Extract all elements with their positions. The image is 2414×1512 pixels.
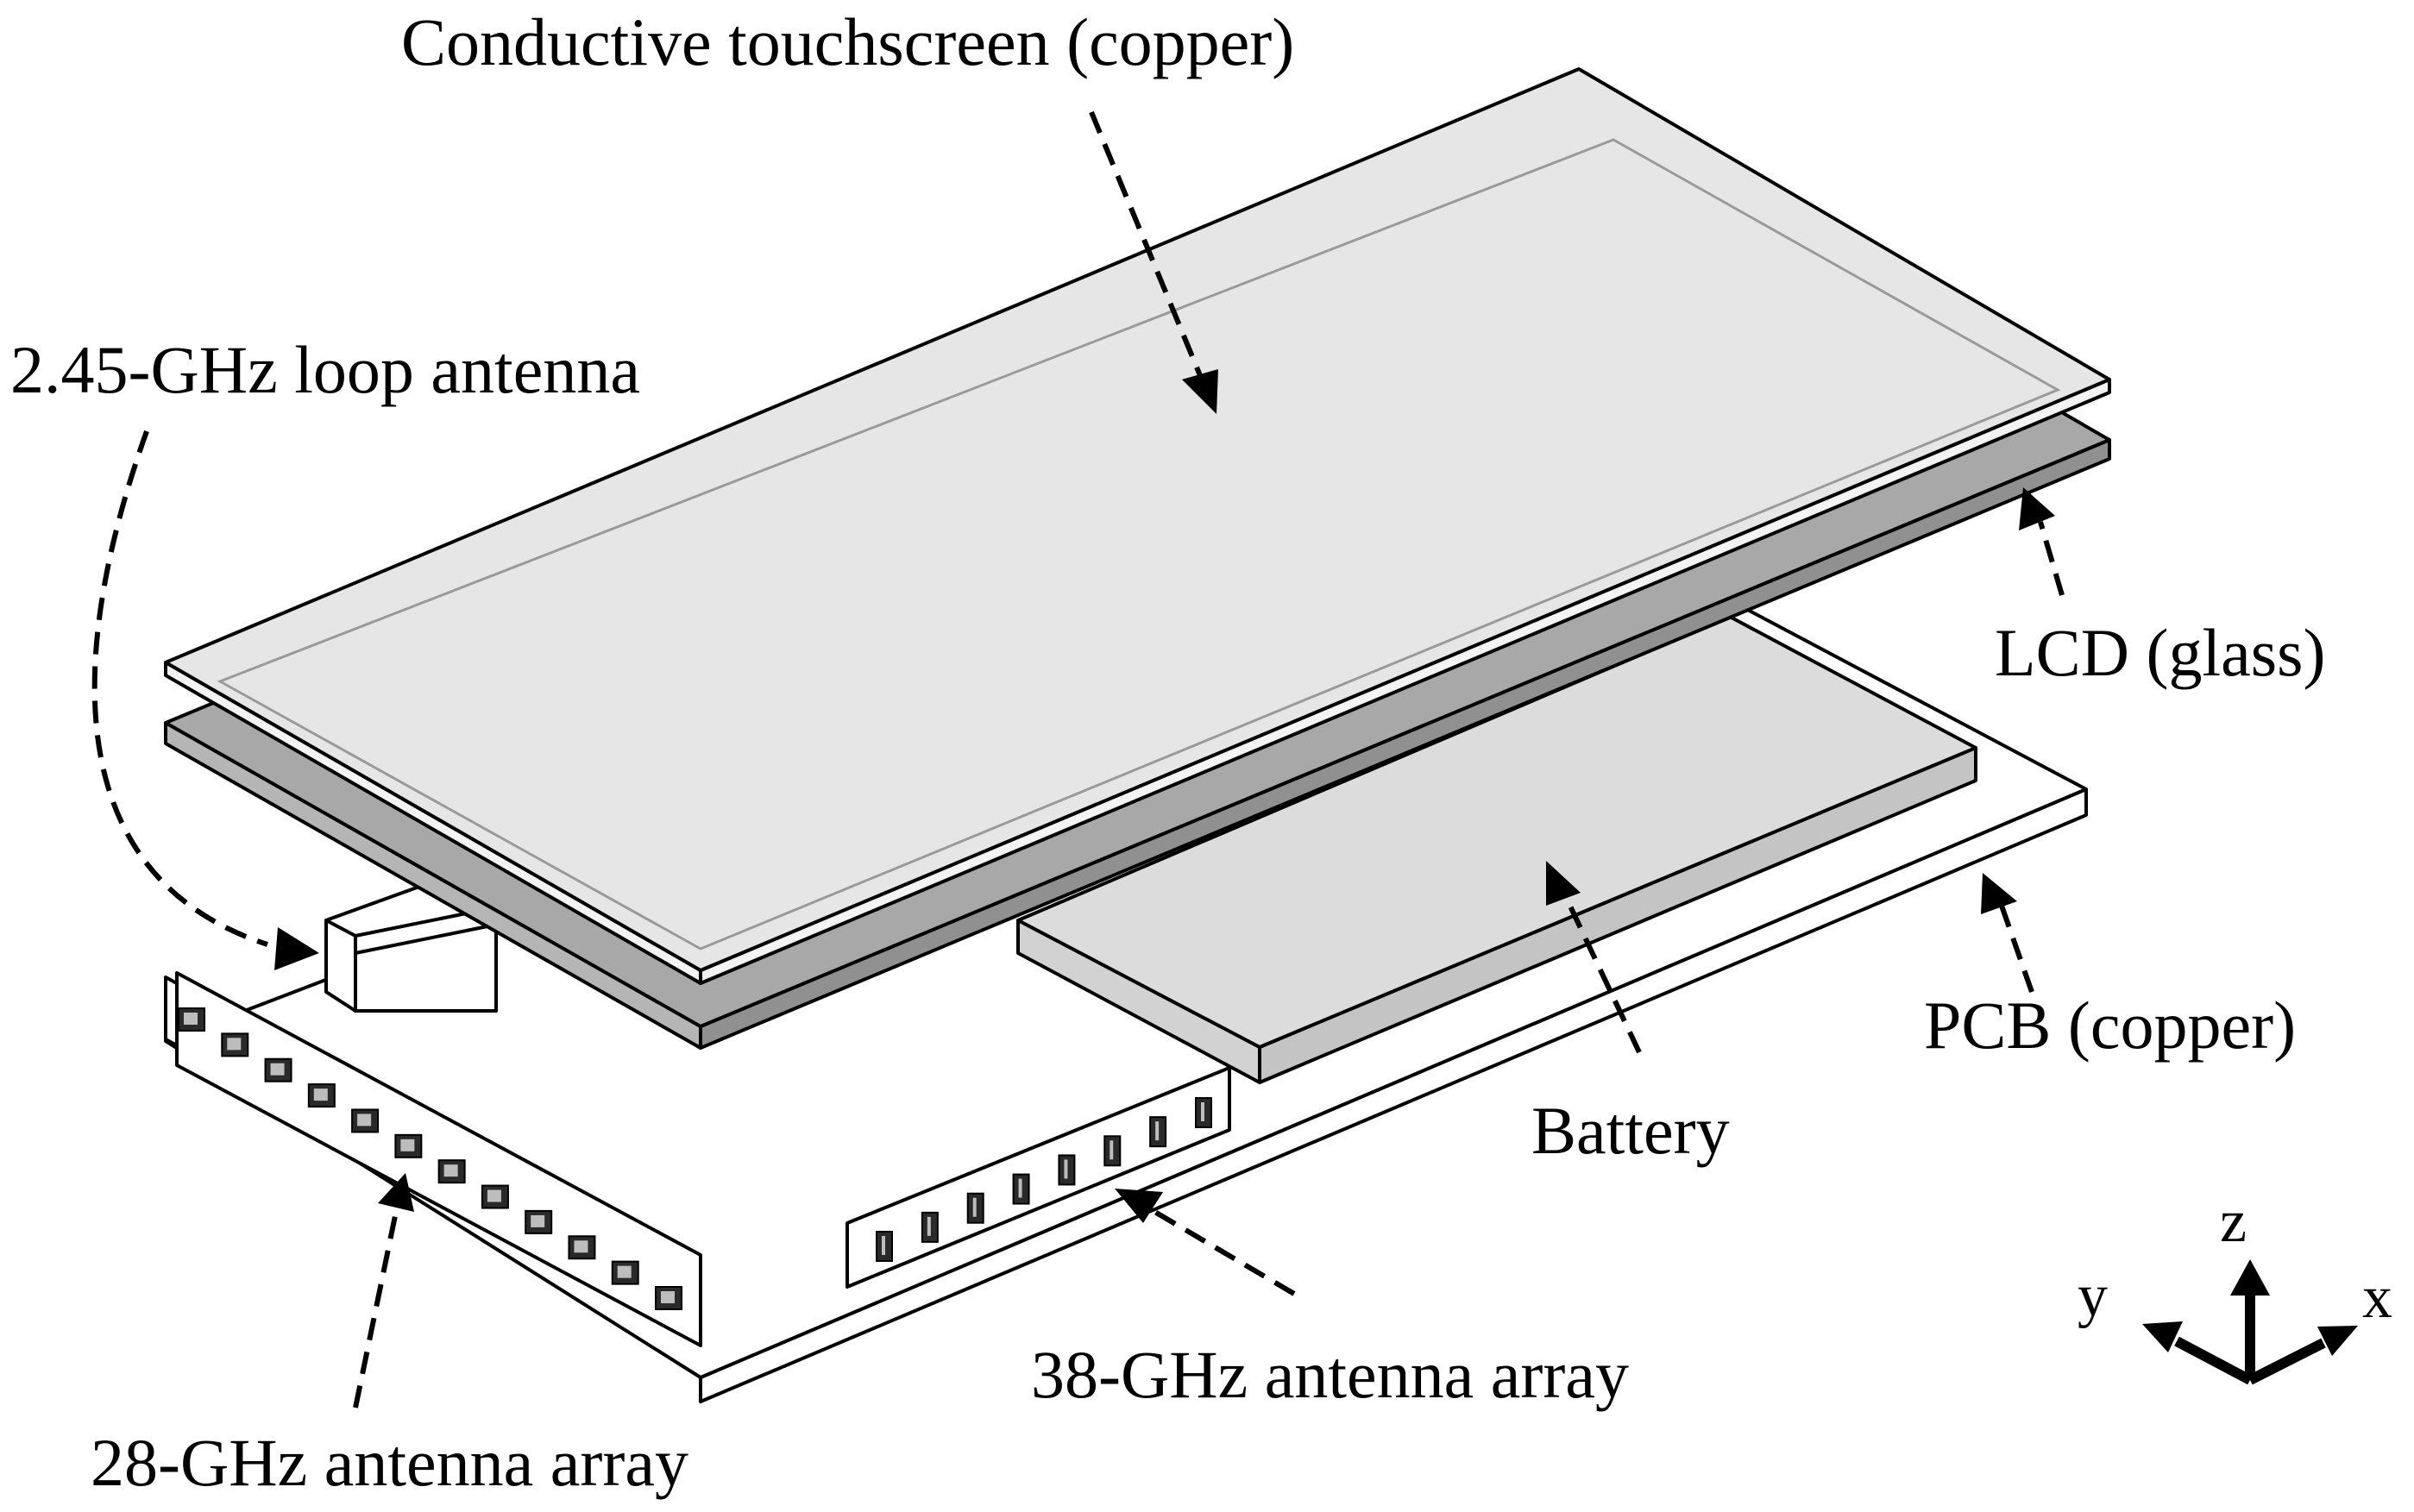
battery-label: Battery	[1531, 1093, 1730, 1168]
touchscreen-label: Conductive touchscreen (copper)	[401, 4, 1295, 79]
array-28-element-inner	[270, 1063, 285, 1076]
array-38-strip	[846, 1066, 1231, 1289]
arrow-battery-head	[1546, 861, 1581, 906]
array-38-element-inner	[1018, 1178, 1022, 1198]
y-axis-line	[2174, 1336, 2253, 1385]
arrow-lcd-head	[2019, 487, 2055, 530]
arrow-touchscreen-head	[1182, 369, 1218, 414]
axis-triad	[2142, 1259, 2358, 1385]
z-axis-head	[2230, 1259, 2270, 1296]
array-28-element-inner	[313, 1089, 328, 1101]
pcb-label: PCB (copper)	[1924, 988, 2297, 1063]
arrow-pcb	[1999, 905, 2034, 993]
array-38-element-inner	[1110, 1140, 1114, 1160]
y-axis-label: y	[2078, 1263, 2108, 1329]
arrow-lcd	[2038, 521, 2065, 596]
array-28-element-inner	[400, 1139, 415, 1151]
array-38-element-inner	[1064, 1159, 1068, 1179]
pointer-arrows	[91, 110, 2065, 1408]
x-axis-label: x	[2362, 1264, 2392, 1331]
arrow-loop-antenna	[91, 430, 268, 947]
loop-antenna-label: 2.45-GHz loop antenna	[10, 332, 640, 407]
array-28-strip	[164, 971, 702, 1347]
z-axis-label: z	[2220, 1189, 2247, 1255]
array-38-element-inner	[927, 1216, 931, 1236]
array-28-element-inner	[661, 1291, 675, 1303]
array-28-element-inner	[227, 1038, 242, 1051]
array-28-element	[525, 1209, 553, 1234]
arrow-38	[1146, 1205, 1296, 1296]
arrow-loop-antenna-head	[274, 927, 319, 970]
touchscreen-layer	[164, 67, 2111, 985]
arrow-28-head	[378, 1173, 414, 1212]
array-38-elements	[876, 1097, 1212, 1262]
array-38-element-inner	[1201, 1102, 1204, 1121]
arrow-pcb-head	[1981, 873, 2017, 914]
array-38-element-inner	[1155, 1121, 1160, 1141]
lcd-label: LCD (glass)	[1995, 615, 2326, 690]
array-38-label: 38-GHz antenna array	[1031, 1337, 1629, 1412]
x-axis-line	[2247, 1338, 2326, 1385]
array-28-element-inner	[487, 1189, 501, 1202]
y-axis-head	[2142, 1321, 2183, 1352]
loop-antenna-block	[324, 878, 498, 1013]
array-28-element-inner	[617, 1265, 632, 1278]
arrow-battery	[1563, 895, 1642, 1054]
array-28-elements	[178, 1007, 682, 1310]
array-28-element-inner	[443, 1164, 458, 1177]
arrow-38-head	[1115, 1189, 1163, 1223]
array-38-element-inner	[882, 1236, 885, 1255]
arrow-28	[353, 1207, 399, 1408]
array-38-element-inner	[972, 1197, 977, 1217]
battery-block	[1016, 615, 1977, 1084]
x-axis-head	[2317, 1326, 2358, 1356]
array-28-element-inner	[184, 1013, 198, 1025]
arrow-touchscreen	[1089, 110, 1206, 386]
array-28-element-inner	[531, 1214, 545, 1227]
array-28-label: 28-GHz antenna array	[91, 1425, 688, 1500]
array-28-element-inner	[357, 1114, 372, 1126]
array-28-element-inner	[574, 1240, 588, 1253]
